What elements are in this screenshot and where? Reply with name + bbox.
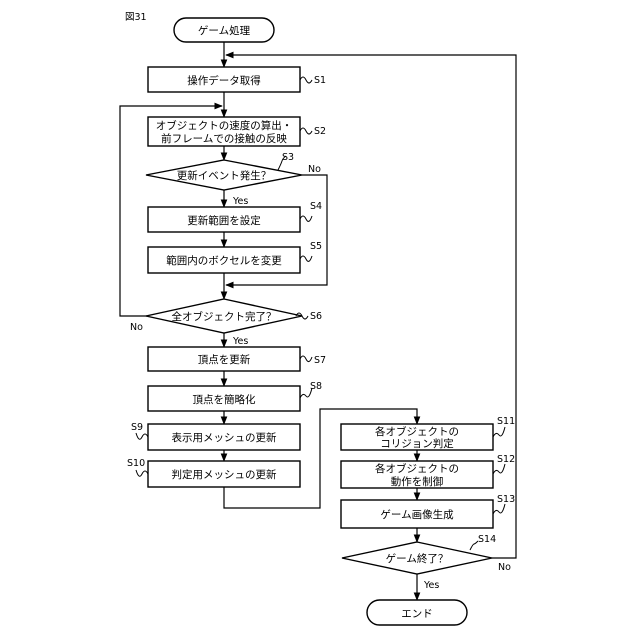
step-label-s7: S7 [314, 355, 326, 366]
node-s6: 全オブジェクト完了？ [146, 299, 302, 333]
svg-text:前フレームでの接触の反映: 前フレームでの接触の反映 [161, 132, 287, 145]
step-label-s6: S6 [310, 311, 322, 322]
svg-text:エンド: エンド [401, 608, 433, 620]
s6-no-label: No [130, 322, 143, 333]
node-s9: 表示用メッシュの更新 [148, 424, 300, 450]
node-s2: オブジェクトの速度の算出・ 前フレームでの接触の反映 [148, 117, 300, 146]
svg-text:更新イベント発生？: 更新イベント発生？ [177, 169, 272, 182]
svg-text:判定用メッシュの更新: 判定用メッシュの更新 [172, 468, 277, 481]
node-start: ゲーム処理 [174, 18, 274, 42]
svg-text:各オブジェクトの: 各オブジェクトの [375, 425, 459, 438]
svg-text:範囲内のボクセルを変更: 範囲内のボクセルを変更 [166, 254, 282, 267]
svg-text:更新範囲を設定: 更新範囲を設定 [187, 214, 261, 227]
svg-text:ゲーム終了？: ゲーム終了？ [386, 552, 449, 565]
figure-label: 図31 [125, 12, 147, 23]
step-label-s12: S12 [497, 454, 515, 465]
svg-text:頂点を簡略化: 頂点を簡略化 [193, 393, 256, 406]
node-s7: 頂点を更新 [148, 347, 300, 371]
node-s13: ゲーム画像生成 [341, 500, 493, 528]
step-label-s13: S13 [497, 494, 515, 505]
step-label-s3: S3 [282, 152, 294, 163]
node-s4: 更新範囲を設定 [148, 207, 300, 232]
node-s11: 各オブジェクトの コリジョン判定 [341, 424, 493, 450]
svg-text:全オブジェクト完了？: 全オブジェクト完了？ [172, 310, 277, 323]
step-label-s4: S4 [310, 201, 322, 212]
node-s3: 更新イベント発生？ [146, 160, 302, 190]
svg-text:動作を制御: 動作を制御 [391, 475, 444, 488]
svg-text:ゲーム画像生成: ゲーム画像生成 [380, 508, 454, 521]
node-s5: 範囲内のボクセルを変更 [148, 247, 300, 273]
step-label-s8: S8 [310, 381, 322, 392]
step-label-s11: S11 [497, 416, 515, 427]
node-s8: 頂点を簡略化 [148, 386, 300, 411]
svg-text:表示用メッシュの更新: 表示用メッシュの更新 [172, 431, 277, 444]
step-label-s5: S5 [310, 241, 322, 252]
svg-text:ゲーム処理: ゲーム処理 [198, 24, 251, 37]
s6-yes-label: Yes [232, 336, 248, 347]
svg-text:操作データ取得: 操作データ取得 [187, 74, 261, 87]
node-s12: 各オブジェクトの 動作を制御 [341, 461, 493, 488]
s14-no-label: No [498, 562, 511, 573]
svg-text:各オブジェクトの: 各オブジェクトの [375, 462, 459, 475]
svg-text:コリジョン判定: コリジョン判定 [380, 437, 454, 450]
node-s14: ゲーム終了？ [342, 542, 492, 574]
step-label-s14: S14 [478, 534, 496, 545]
s14-yes-label: Yes [423, 580, 439, 591]
s3-no-label: No [308, 164, 321, 175]
step-label-s1: S1 [314, 75, 326, 86]
svg-text:頂点を更新: 頂点を更新 [198, 353, 251, 366]
node-s10: 判定用メッシュの更新 [148, 461, 300, 487]
step-label-s9: S9 [131, 422, 143, 433]
s3-yes-label: Yes [232, 196, 248, 207]
svg-text:オブジェクトの速度の算出・: オブジェクトの速度の算出・ [156, 119, 293, 132]
node-end: エンド [367, 600, 467, 625]
node-s1: 操作データ取得 [148, 67, 300, 92]
step-label-s10: S10 [127, 458, 145, 469]
step-label-s2: S2 [314, 126, 326, 137]
